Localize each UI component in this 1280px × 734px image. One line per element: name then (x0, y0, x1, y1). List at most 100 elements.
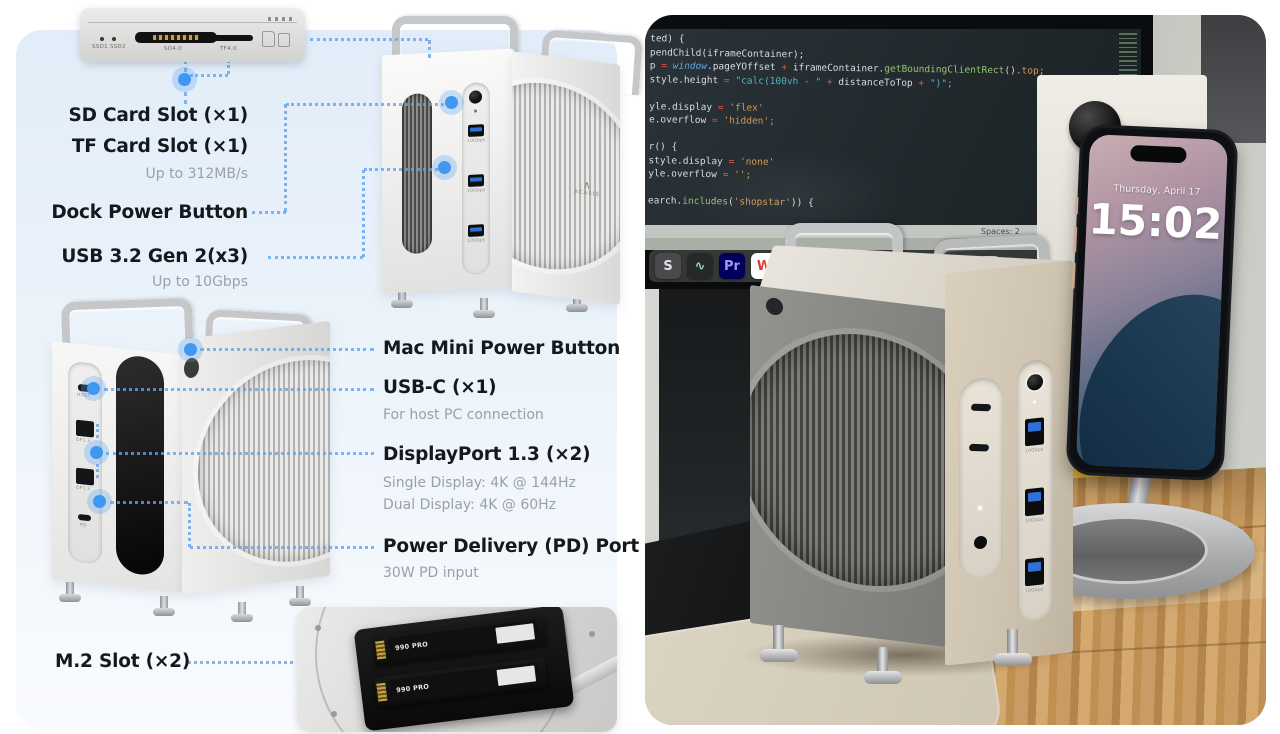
tower1-foot (398, 288, 406, 301)
mac-mini-cutout (959, 375, 1003, 581)
tower1-fan-grille (512, 72, 620, 280)
mac-usbc-port (970, 403, 992, 412)
connector-line (190, 74, 228, 77)
connector-line (188, 661, 293, 664)
device-foot (1007, 629, 1018, 657)
mac-status-led (978, 505, 982, 511)
ssd-model-label: 990 PRO (394, 640, 429, 653)
tower2-foot (289, 598, 311, 606)
device-fan-face (750, 284, 946, 648)
displayport-1 (76, 419, 94, 438)
callout-dot-dp (90, 446, 103, 459)
label-displayport: DisplayPort 1.3 (×2) (383, 444, 591, 465)
label-mac-power: Mac Mini Power Button (383, 338, 621, 359)
dock-power-button (469, 90, 482, 104)
mac-mini-power-button (184, 356, 199, 379)
premiere-icon: Pr (719, 253, 745, 279)
ssd1-led (100, 37, 104, 41)
usbc-port-label: HOST (77, 392, 91, 400)
usb-port (468, 124, 484, 137)
device-port-strip: 10Gbps 10Gbps 10Gbps (1017, 358, 1053, 623)
ssd-barcode (495, 623, 536, 644)
tower2-foot (153, 608, 175, 616)
tower2-foot (160, 596, 168, 609)
device-foot (994, 653, 1032, 666)
connector-line (96, 424, 99, 438)
tower1-foot (473, 310, 495, 318)
vent-holes (268, 17, 294, 21)
device-foot (864, 671, 902, 684)
wallpaper-wave (1075, 262, 1229, 471)
ssd-barcode (496, 665, 537, 686)
ssd-leds-label: SSD1 SSD2 (92, 44, 126, 50)
device-usb-port (1025, 417, 1044, 447)
callout-dot-cardslots (178, 73, 191, 86)
tower2-foot (296, 586, 304, 599)
phone-side-button (1074, 196, 1079, 215)
tower2-foot (66, 582, 74, 595)
ssd-stick: 990 PRO (373, 657, 548, 708)
screen-glare (685, 149, 905, 225)
connector-line (96, 464, 99, 478)
label-sd-card-slot: SD Card Slot (×1) (68, 105, 248, 126)
device-usb-label: 10Gbps (1025, 587, 1044, 595)
background-shelf (1201, 15, 1266, 143)
activity-icon: ∿ (687, 253, 713, 279)
tower1-front-handle (392, 16, 518, 82)
device-foot (877, 647, 888, 675)
connector-line (104, 388, 374, 391)
callout-dot-usb (438, 161, 451, 174)
device-usb-label: 10Gbps (1025, 517, 1044, 525)
device-usb-port (1025, 487, 1044, 517)
ssd-model-label: 990 PRO (395, 682, 430, 695)
connector-line (286, 103, 444, 106)
label-pd: Power Delivery (PD) Port (383, 536, 639, 557)
tower1-foot (391, 300, 413, 308)
connector-line (310, 38, 428, 41)
label-usb: USB 3.2 Gen 2(x3) (61, 246, 248, 267)
displayport-2 (76, 467, 94, 486)
label-dp-single: Single Display: 4K @ 144Hz (383, 475, 576, 491)
device-corner-hole (766, 296, 783, 317)
tower1-vent (402, 92, 432, 255)
label-dock-power: Dock Power Button (51, 202, 248, 223)
connector-line (364, 168, 438, 171)
connector-line (268, 256, 363, 259)
connector-line (428, 40, 431, 58)
dock-top-inset: SSD1 SSD2 SD4.0 TF4.0 (80, 8, 305, 62)
connector-line (110, 501, 188, 504)
connector-line (200, 348, 374, 351)
tf-card-icon (278, 33, 290, 47)
phone-lockscreen-time: 15:02 (1087, 194, 1224, 249)
tower1-fan-face: ∧ ACASIS (512, 51, 620, 305)
inset-face (88, 22, 297, 55)
device-power-button (1027, 373, 1043, 392)
dp2-label: DP1.3 (76, 485, 91, 493)
tower2-foot (231, 614, 253, 622)
brand-logo: ∧ ACASIS (574, 178, 600, 198)
sd-slot-pins (153, 35, 199, 40)
screw (315, 625, 321, 631)
ssd-sticker: 990 PRO (388, 661, 541, 703)
phone-side-button (1071, 262, 1076, 289)
dock-led (474, 109, 477, 113)
window-light-band (645, 289, 659, 589)
mac-usbc-port (968, 443, 990, 452)
connector-line (284, 104, 287, 212)
tower2-foot (59, 594, 81, 602)
dp1-label: DP1.3 (76, 437, 91, 445)
ssd-connector (376, 682, 388, 702)
callout-dot-pd (93, 495, 106, 508)
phone-notch (1130, 144, 1187, 164)
device-usb-label: 10Gbps (1025, 447, 1044, 455)
connector-line (106, 452, 374, 455)
usb-port (468, 224, 484, 237)
label-usb-speed: Up to 10Gbps (152, 274, 248, 290)
label-usbc: USB-C (×1) (383, 377, 497, 398)
label-pd-sub: 30W PD input (383, 565, 479, 581)
tower2-rear-face: HOST DP1.3 DP1.3 PD (52, 341, 182, 593)
sd-card-icon (262, 31, 275, 47)
label-m2-slot: M.2 Slot (×2) (55, 651, 191, 672)
tower2-foot (238, 602, 246, 615)
